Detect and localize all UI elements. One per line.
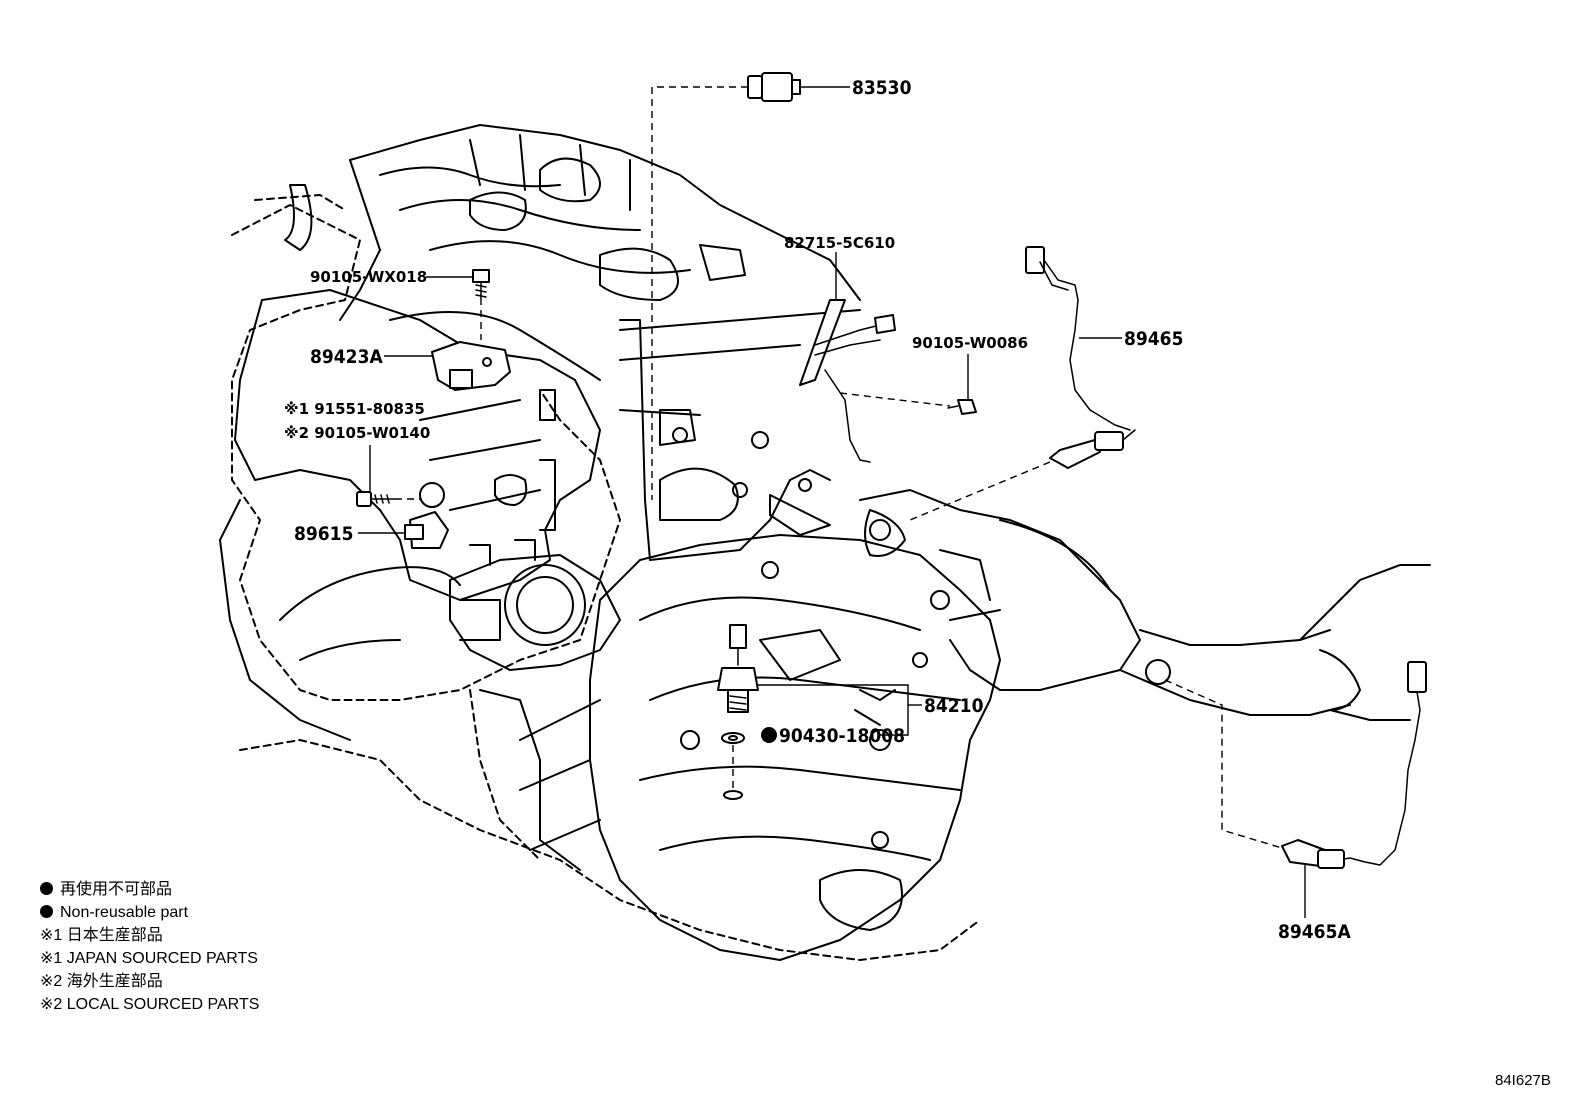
part-82715-bracket <box>799 252 896 463</box>
part-84210-switch <box>717 624 922 736</box>
legend-row-japan-jp: ※1 日本生産部品 <box>40 927 163 944</box>
label-89465A: 89465A <box>1278 921 1351 943</box>
label-91551-80835: ※1 91551-80835 <box>284 400 425 418</box>
part-89423a-sensor <box>384 341 511 391</box>
label-90105-W0086: 90105-W0086 <box>912 334 1028 352</box>
part-90105-wx018-bolt <box>426 269 490 340</box>
engine-outline <box>219 124 1431 961</box>
label-89465: 89465 <box>1124 328 1183 350</box>
legend-row-non-reusable-en: Non-reusable part <box>40 901 259 924</box>
legend: 再使用不可部品 Non-reusable part ※1 日本生産部品 ※1 J… <box>40 878 259 1016</box>
label-83530: 83530 <box>852 77 912 99</box>
diagram-code: 84I627B <box>1495 1072 1551 1089</box>
bullet-icon <box>40 882 53 895</box>
legend-row-local-jp: ※2 海外生産部品 <box>40 973 163 990</box>
label-84210: 84210 <box>924 695 984 717</box>
bullet-icon <box>40 905 53 918</box>
label-90430-18008: 90430-18008 <box>779 725 905 747</box>
part-89465a-o2-sensor <box>1164 661 1427 918</box>
label-90105-W0140: ※2 90105-W0140 <box>284 424 430 442</box>
label-89615: 89615 <box>294 523 353 545</box>
part-83530-switch <box>651 72 850 500</box>
part-89615-sensor <box>358 482 449 549</box>
part-91551-bolt <box>356 445 420 507</box>
label-89423A: 89423A <box>310 346 383 368</box>
legend-row-local-en: ※2 LOCAL SOURCED PARTS <box>40 996 260 1013</box>
part-90105-w0086-bolt <box>839 354 977 415</box>
part-89465-o2-sensor <box>909 246 1136 521</box>
part-90430-gasket <box>721 727 777 800</box>
legend-row-non-reusable-jp: 再使用不可部品 <box>40 878 259 901</box>
legend-row-japan-en: ※1 JAPAN SOURCED PARTS <box>40 950 258 967</box>
label-82715-5C610: 82715-5C610 <box>784 234 895 252</box>
label-90105-WX018: 90105-WX018 <box>310 268 427 286</box>
